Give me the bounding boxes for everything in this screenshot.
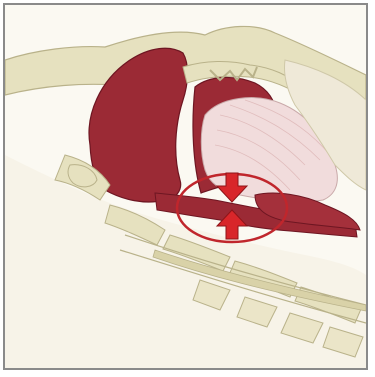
- airway-illustration: [5, 5, 366, 368]
- illustration-frame: [3, 3, 368, 370]
